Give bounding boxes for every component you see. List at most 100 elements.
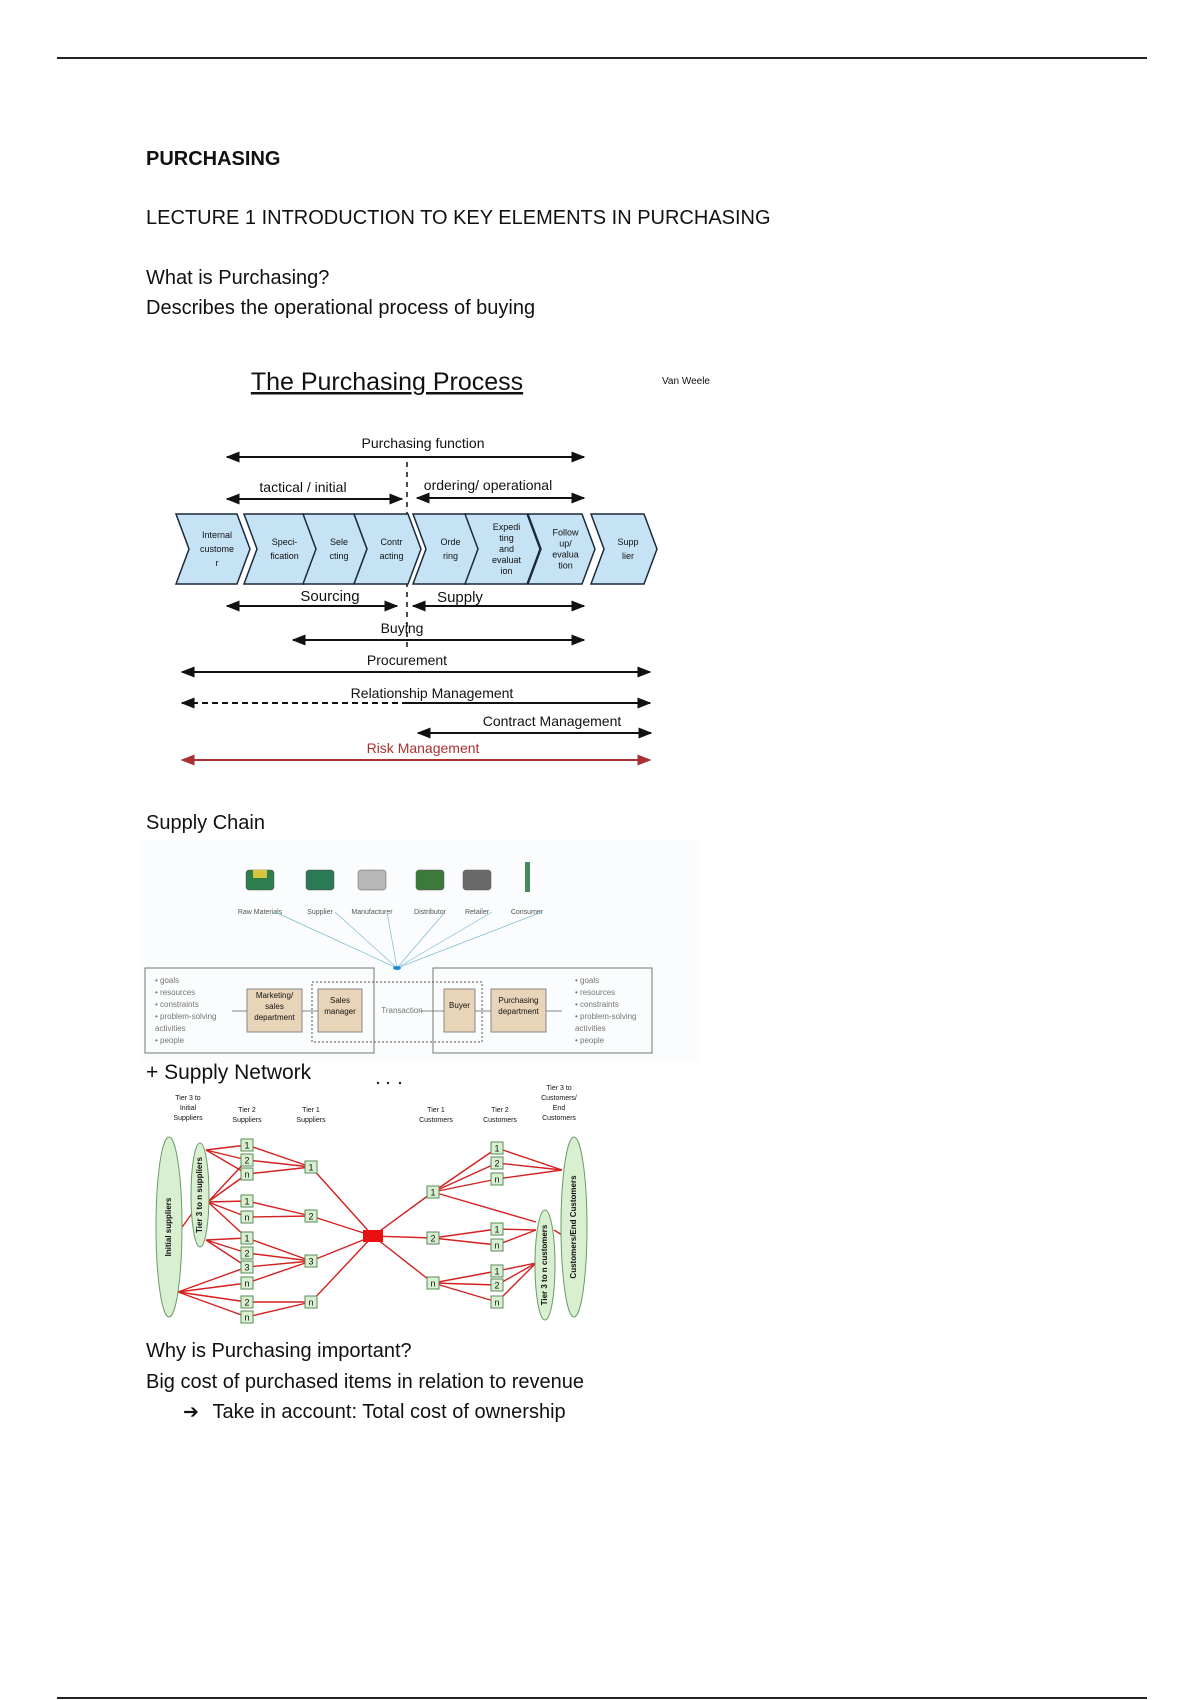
sales-manager-box: [317, 988, 363, 1033]
network-edge: [432, 1162, 498, 1193]
bullet-item: ➔ Take in account: Total cost of ownersh…: [183, 1401, 566, 1424]
label-contract-management: Contract Management: [483, 713, 622, 729]
tier3-customers-ellipse-label: Tier 3 to n customers: [540, 1224, 549, 1305]
connector-line: [386, 911, 398, 969]
purchasing-department-box: [490, 988, 547, 1033]
right-arrow-icon: ➔: [183, 1401, 199, 1423]
lecture-title: LECTURE 1 INTRODUCTION TO KEY ELEMENTS I…: [146, 207, 771, 229]
connector-line: [396, 911, 446, 969]
consumer-person-icon: [525, 862, 530, 892]
tier2-supplier-node: [240, 1138, 254, 1152]
supply-chain-stage-label: Manufacturer: [351, 909, 393, 916]
tier2-customer-node: [490, 1264, 504, 1278]
tier2-customer-node-label: 2: [494, 1159, 499, 1169]
process-step-label: Supp: [617, 537, 638, 547]
tier2-supplier-node: [240, 1276, 254, 1290]
seller-bullet: • constraints: [155, 1000, 199, 1009]
network-edge: [246, 1144, 312, 1168]
label-procurement: Procurement: [367, 652, 447, 668]
sales-manager-box-label: Sales: [330, 996, 350, 1005]
process-step-label: tion: [558, 561, 573, 571]
tier2-supplier-node: [240, 1310, 254, 1324]
dot-mark: [376, 1081, 380, 1085]
header-tier1-customers: Tier 1: [427, 1107, 445, 1114]
marketing-department-box-label: sales: [265, 1002, 284, 1011]
seller-bullet: • people: [155, 1036, 185, 1045]
header-tier1-suppliers: Tier 1: [302, 1107, 320, 1114]
process-step-label: up/: [559, 539, 572, 549]
label-buying: Buying: [381, 620, 424, 636]
process-step-chevron: [526, 513, 596, 585]
buyer-box-node-label: Buyer: [449, 1001, 470, 1010]
network-edge: [372, 1235, 434, 1284]
header-tier3-customers: Tier 3 to: [546, 1085, 572, 1092]
network-edge: [496, 1147, 563, 1171]
network-edge: [432, 1270, 498, 1284]
tier2-supplier-node-label: 1: [244, 1197, 249, 1207]
network-edge: [372, 1191, 434, 1237]
header-tier3-suppliers: Tier 3 to: [175, 1095, 201, 1102]
header-tier1-suppliers: Suppliers: [296, 1117, 326, 1124]
tier2-supplier-node-label: n: [244, 1170, 249, 1180]
network-edge: [246, 1260, 312, 1268]
network-edge: [432, 1237, 498, 1246]
supply-chain-heading: Supply Chain: [146, 812, 265, 834]
network-edge: [246, 1159, 312, 1168]
tier2-supplier-node-label: 2: [244, 1298, 249, 1308]
tier2-customer-node-label: n: [494, 1175, 499, 1185]
process-step-label: Orde: [440, 537, 460, 547]
process-step-label: fication: [270, 551, 299, 561]
network-edge: [432, 1178, 498, 1193]
tier2-supplier-node-label: n: [244, 1213, 249, 1223]
header-tier2-customers: Customers: [483, 1117, 517, 1124]
network-edge: [177, 1291, 248, 1318]
document-heading: PURCHASING: [146, 148, 281, 170]
figure-credit: Van Weele: [662, 376, 710, 387]
supplier-warehouse-icon: [305, 869, 335, 891]
header-tier3-suppliers: Initial: [180, 1105, 197, 1112]
network-edge: [205, 1237, 248, 1241]
question-why-important: Why is Purchasing important?: [146, 1340, 412, 1362]
connector-line: [396, 911, 543, 969]
figure-title: The Purchasing Process: [251, 368, 523, 396]
label-purchasing-function: Purchasing function: [362, 435, 485, 451]
tier2-supplier-node-label: 3: [244, 1263, 249, 1273]
dot-mark: [398, 1081, 402, 1085]
purchasing-process-figure: The Purchasing Process Van WeelePurchasin…: [174, 368, 710, 766]
tier2-customer-node: [490, 1278, 504, 1292]
process-step-label: Sele: [330, 537, 348, 547]
tier1-supplier-node: [304, 1209, 318, 1223]
network-edge: [205, 1239, 248, 1268]
process-step-label: Internal: [202, 530, 232, 540]
header-tier3-customers: End: [553, 1105, 566, 1112]
end-customers-ellipse-label: Customers/End Customers: [569, 1175, 578, 1279]
label-relationship-management: Relationship Management: [351, 685, 514, 701]
buyer-bullet: • resources: [575, 988, 615, 997]
buyer-bullet: • goals: [575, 976, 599, 985]
marketing-department-box-label: department: [254, 1013, 295, 1022]
network-edge: [246, 1260, 312, 1284]
tier2-customer-node: [490, 1238, 504, 1252]
process-step-chevron: [174, 513, 251, 585]
tier2-customer-node: [490, 1295, 504, 1309]
process-step-label: and: [499, 544, 514, 554]
buyer-bullet: activities: [575, 1024, 606, 1033]
process-step-label: Contr: [380, 537, 402, 547]
process-step-chevron: [589, 513, 658, 585]
process-step-chevron: [463, 513, 541, 585]
tier1-customer-node-label: n: [430, 1279, 435, 1289]
buyer-box: [432, 967, 653, 1054]
network-edge: [496, 1162, 563, 1171]
network-edge: [246, 1215, 312, 1218]
tier1-customer-node-label: 2: [430, 1234, 435, 1244]
marketing-department-box: [246, 988, 303, 1033]
marketing-department-box-label: Marketing/: [256, 991, 294, 1000]
label-supply: Supply: [437, 589, 483, 606]
tier2-customer-node: [490, 1222, 504, 1236]
tier1-supplier-node: [304, 1295, 318, 1309]
tier2-supplier-node: [240, 1153, 254, 1167]
buyer-bullet: • problem-solving: [575, 1012, 637, 1021]
seller-bullet: • problem-solving: [155, 1012, 217, 1021]
label-risk-management: Risk Management: [367, 740, 480, 756]
